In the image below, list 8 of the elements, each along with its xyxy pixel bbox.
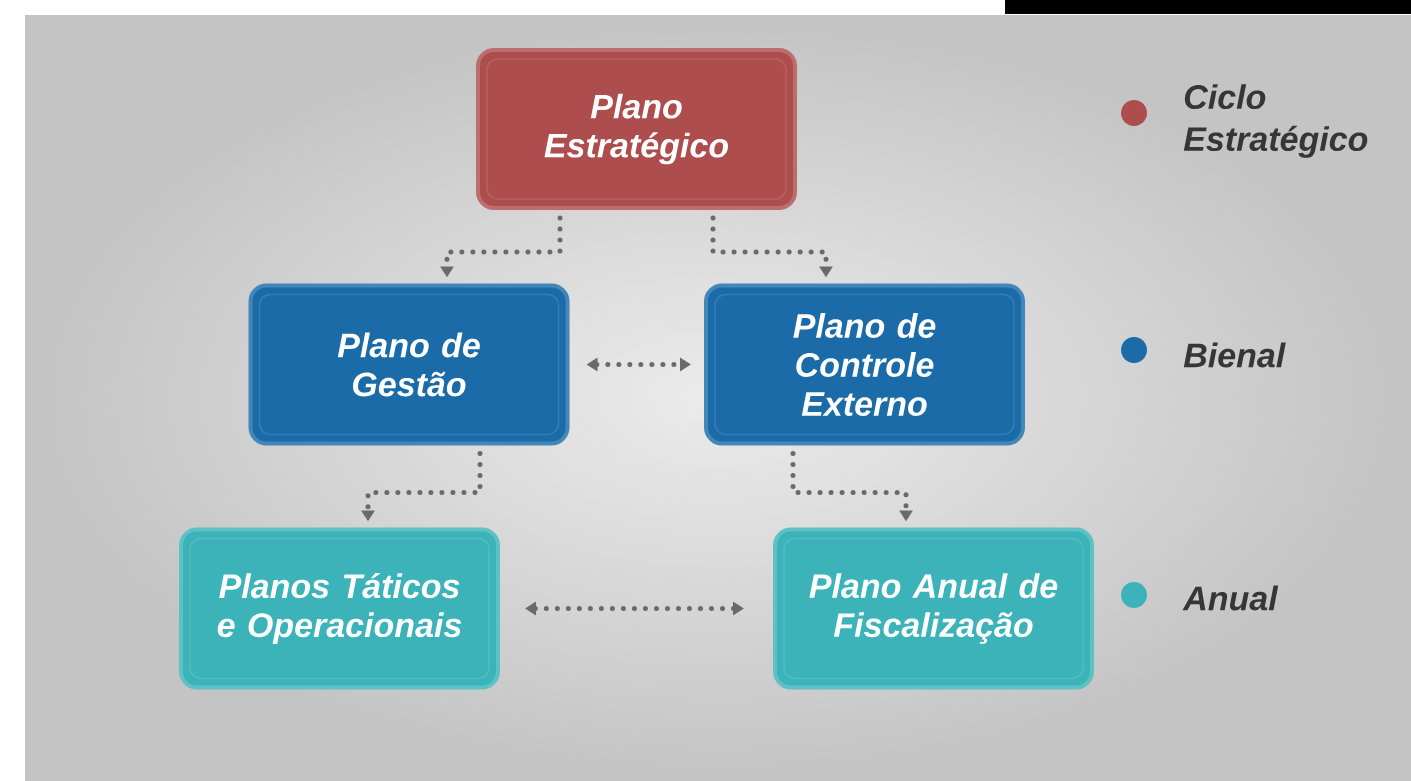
plan-box: Plano Anual de Fiscalização xyxy=(773,527,1094,690)
legend-label: Anual xyxy=(1182,585,1279,611)
plan-box: Plano de Controle Externo xyxy=(704,283,1025,446)
plan-box: Plano de Gestão xyxy=(248,283,570,446)
plan-box: Plano Estratégico xyxy=(476,48,797,210)
legend-label: Ciclo Estratégico xyxy=(1183,84,1368,158)
plan-box: Planos Táticos e Operacionais xyxy=(179,527,500,690)
legend-label: Bienal xyxy=(1183,342,1286,368)
